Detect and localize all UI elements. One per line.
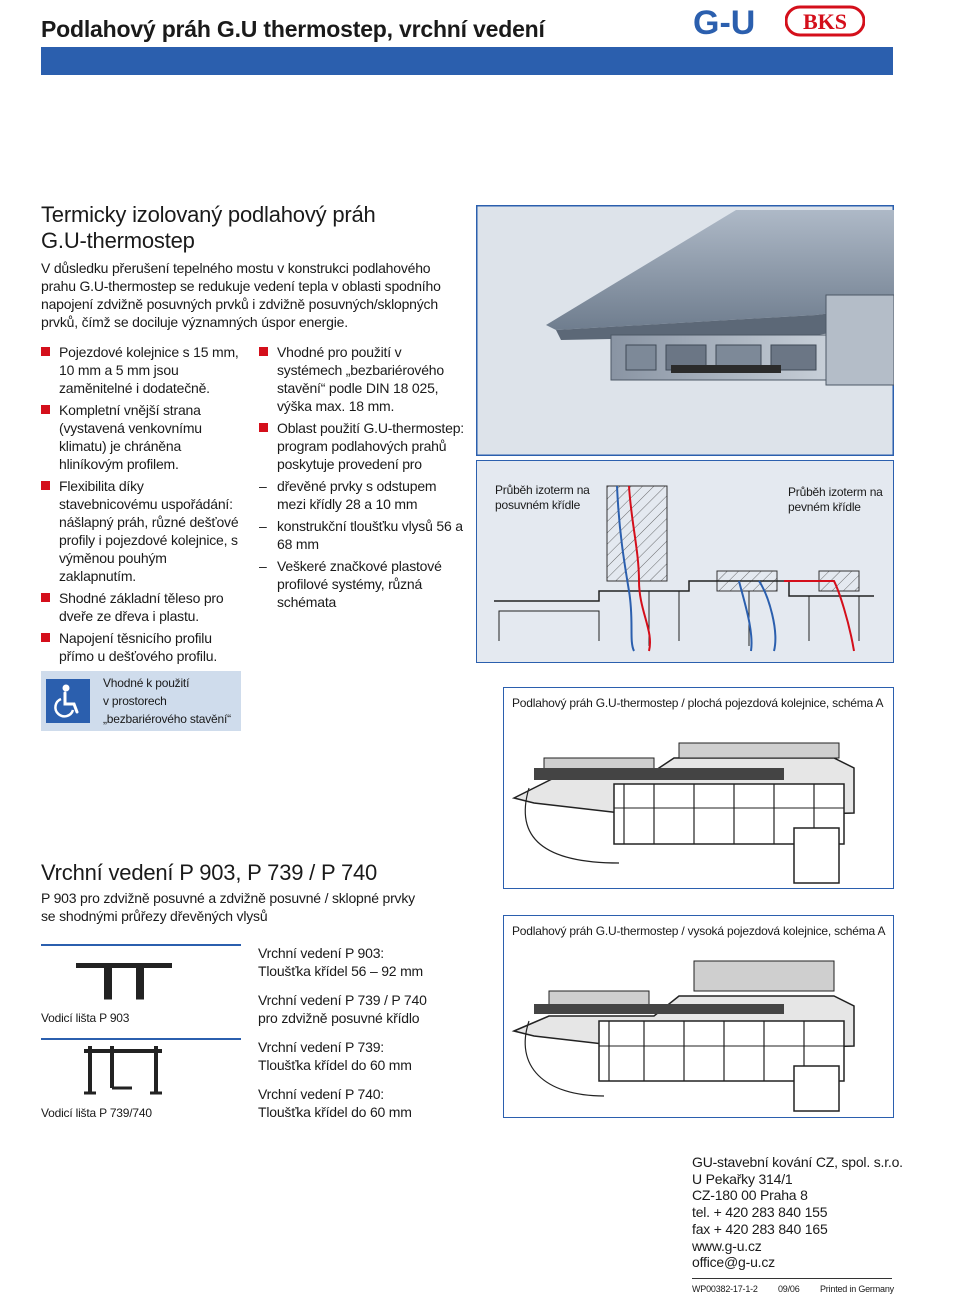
spec-value: Tloušťka křídel do 60 mm [258, 1104, 412, 1120]
spec-value: pro zdvižně posuvné křídlo [258, 1010, 420, 1026]
top-guide-heading: Vrchní vedení P 903, P 739 / P 740 [41, 860, 378, 885]
feature-item: Napojení těsnicího profilu přímo u dešťo… [41, 629, 241, 665]
top-guide-specs: Vrchní vedení P 903: Tloušťka křídel 56 … [258, 944, 488, 1121]
p903-profile-drawing [74, 958, 174, 1018]
contact-company: GU-stavební kování CZ, spol. s.r.o. [692, 1154, 903, 1170]
top-guide-text: P 903 pro zdvižně posuvné a zdvižně posu… [41, 890, 415, 924]
diagram-b-caption: Podlahový práh G.U-thermostep / vysoká p… [512, 924, 886, 938]
feature-item: Pojezdové kolejnice s 15 mm, 10 mm a 5 m… [41, 343, 241, 397]
spec-value: Tloušťka křídel 56 – 92 mm [258, 963, 424, 979]
accessibility-line1: Vhodné k použití [103, 676, 190, 690]
header-bar [41, 47, 893, 75]
footer-code: WP00382-17-1-2 [692, 1284, 758, 1294]
features-right: Vhodné pro použití v systémech „bezbarié… [259, 343, 464, 615]
spec-title: Vrchní vedení P 739 / P 740 [258, 992, 427, 1008]
accessibility-line2: v prostorech [103, 694, 167, 708]
p739-profile-drawing [82, 1043, 164, 1098]
contact-email[interactable]: office@g-u.cz [692, 1254, 775, 1271]
spec-block: Vrchní vedení P 739: Tloušťka křídel do … [258, 1038, 488, 1074]
feature-item: Flexibilita díky stavebnicovému uspořádá… [41, 477, 241, 585]
footer-printed: Printed in Germany [820, 1284, 894, 1294]
spec-value: Tloušťka křídel do 60 mm [258, 1057, 412, 1073]
feature-item: Oblast použití G.U-thermostep: program p… [259, 419, 464, 473]
spec-title: Vrchní vedení P 903: [258, 945, 384, 961]
features-right-list: Vhodné pro použití v systémech „bezbarié… [259, 343, 464, 473]
divider [41, 944, 241, 946]
contact-web[interactable]: www.g-u.cz [692, 1237, 762, 1254]
features-right-sublist: dřevěné prvky s odstupem mezi křídly 28 … [259, 477, 464, 611]
diagram-a-panel: Podlahový práh G.U-thermostep / plochá p… [503, 687, 894, 889]
spec-title: Vrchní vedení P 740: [258, 1086, 384, 1102]
diagram-a-drawing [511, 742, 855, 884]
feature-item: Shodné základní těleso pro dveře ze dřev… [41, 589, 241, 625]
diagram-a-caption: Podlahový práh G.U-thermostep / plochá p… [512, 696, 884, 710]
diagram-b-drawing [511, 960, 855, 1112]
threshold-profile-image [476, 205, 895, 456]
intro-heading-line2: G.U-thermostep [41, 228, 195, 253]
intro-heading-line1: Termicky izolovaný podlahový práh [41, 202, 376, 227]
isotherm-label-left: Průběh izoterm na posuvném křídle [495, 483, 590, 512]
divider [41, 1038, 241, 1040]
page-title: Podlahový práh G.U thermostep, vrchní ve… [41, 16, 545, 42]
isotherm-panel: Průběh izoterm na posuvném křídle Průběh… [476, 460, 894, 663]
features-left-list: Pojezdové kolejnice s 15 mm, 10 mm a 5 m… [41, 343, 241, 669]
contact-block: GU-stavební kování CZ, spol. s.r.o. U Pe… [692, 1154, 903, 1271]
footer-date: 09/06 [778, 1284, 800, 1294]
feature-subitem: konstrukční tloušťku vlysů 56 a 68 mm [259, 517, 464, 553]
accessibility-box: Vhodné k použití v prostorech „bezbariér… [41, 671, 241, 731]
isotherm-diagram [494, 485, 874, 652]
contact-fax: fax + 420 283 840 165 [692, 1220, 828, 1237]
spec-title: Vrchní vedení P 739: [258, 1039, 384, 1055]
feature-item: Vhodné pro použití v systémech „bezbarié… [259, 343, 464, 415]
wheelchair-icon [46, 679, 90, 723]
contact-city: CZ-180 00 Praha 8 [692, 1187, 808, 1204]
label-p739: Vodicí lišta P 739/740 [41, 1106, 152, 1120]
contact-street: U Pekařky 314/1 [692, 1170, 793, 1187]
feature-subitem: Veškeré značkové plastové profilové syst… [259, 557, 464, 611]
feature-item: Kompletní vnější strana (vystavená venko… [41, 401, 241, 473]
svg-text:BKS: BKS [803, 9, 847, 34]
feature-subitem: dřevěné prvky s odstupem mezi křídly 28 … [259, 477, 464, 513]
spec-block: Vrchní vedení P 740: Tloušťka křídel do … [258, 1085, 488, 1121]
label-p903: Vodicí lišta P 903 [41, 1011, 130, 1025]
footer-divider [692, 1278, 892, 1279]
intro-text: V důsledku přerušení tepelného mostu v k… [41, 260, 441, 330]
spec-block: Vrchní vedení P 739 / P 740 pro zdvižně … [258, 991, 488, 1027]
bks-logo: BKS [784, 4, 866, 38]
gu-logo: G-U [693, 4, 765, 42]
intro-heading: Termicky izolovaný podlahový práh G.U-th… [41, 202, 461, 254]
accessibility-line3: „bezbariérového stavění“ [103, 712, 231, 726]
accessibility-text: Vhodné k použití v prostorech „bezbariér… [103, 674, 231, 728]
svg-text:G-U: G-U [693, 4, 755, 38]
contact-tel: tel. + 420 283 840 155 [692, 1204, 828, 1221]
spec-block: Vrchní vedení P 903: Tloušťka křídel 56 … [258, 944, 488, 980]
isotherm-label-right: Průběh izoterm na pevném křídle [788, 485, 883, 514]
diagram-b-panel: Podlahový práh G.U-thermostep / vysoká p… [503, 915, 894, 1118]
